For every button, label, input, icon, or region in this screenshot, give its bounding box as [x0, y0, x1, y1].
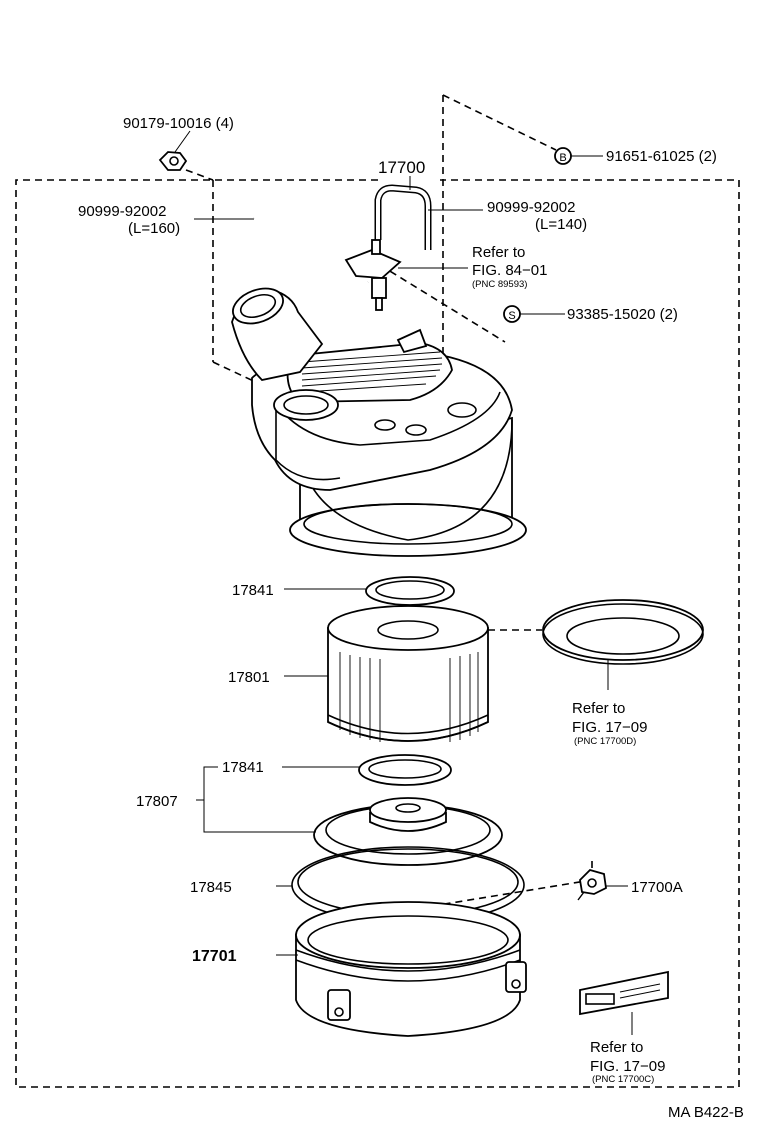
label-refer-84-line1: Refer to — [472, 244, 525, 261]
label-refer-1709a-line3: (PNC 17700D) — [574, 736, 636, 747]
label-hose-right-pn: 90999-92002 — [487, 199, 575, 216]
outer-filter-ring — [542, 599, 704, 665]
diagram-id: MA B422-B — [668, 1104, 744, 1121]
label-17841-bottom: 17841 — [222, 759, 264, 776]
air-cleaner-cap-assembly — [231, 287, 527, 557]
label-hose-right-len: (L=140) — [535, 216, 587, 233]
filter-element — [327, 605, 489, 742]
label-refer-1709b-line1: Refer to — [590, 1039, 643, 1056]
label-17841-top: 17841 — [232, 582, 274, 599]
label-17700: 17700 — [378, 158, 425, 177]
label-17701: 17701 — [192, 948, 237, 965]
label-refer-84-line2: FIG. 84−01 — [472, 262, 547, 279]
label-93385: 93385-15020 (2) — [567, 306, 678, 323]
label-17801: 17801 — [228, 669, 270, 686]
label-hose-left-len: (L=160) — [128, 220, 180, 237]
label-refer-1709a-line1: Refer to — [572, 700, 625, 717]
assembly-boundary — [15, 94, 740, 1088]
gasket-17841-top — [365, 576, 455, 606]
part-labels: 90179-10016 (4) 91651-61025 (2) 17700 90… — [78, 115, 744, 1121]
nut-icon — [158, 151, 188, 171]
label-refer-1709b-line3: (PNC 17700C) — [592, 1074, 654, 1085]
svg-text:S: S — [508, 310, 515, 322]
label-17845: 17845 — [190, 879, 232, 896]
label-90179: 90179-10016 (4) — [123, 115, 234, 132]
circle-marker-b: B — [554, 147, 572, 165]
svg-text:B: B — [559, 152, 566, 164]
label-refer-1709b-line2: FIG. 17−09 — [590, 1058, 665, 1075]
label-17807: 17807 — [136, 793, 178, 810]
clip-17700A — [577, 868, 607, 901]
gasket-17841-bottom — [358, 754, 452, 786]
label-plate — [579, 970, 669, 1016]
label-hose-left-pn: 90999-92002 — [78, 203, 166, 220]
circle-marker-s: S — [503, 305, 521, 323]
air-cleaner-case — [295, 901, 527, 1037]
label-91651: 91651-61025 (2) — [606, 148, 717, 165]
leader-lines — [174, 130, 633, 1035]
label-refer-84-line3: (PNC 89593) — [472, 279, 527, 290]
label-refer-1709a-line2: FIG. 17−09 — [572, 719, 647, 736]
vacuum-hoses — [253, 184, 432, 340]
vacuum-valve — [344, 239, 402, 311]
label-17700A: 17700A — [631, 879, 683, 896]
